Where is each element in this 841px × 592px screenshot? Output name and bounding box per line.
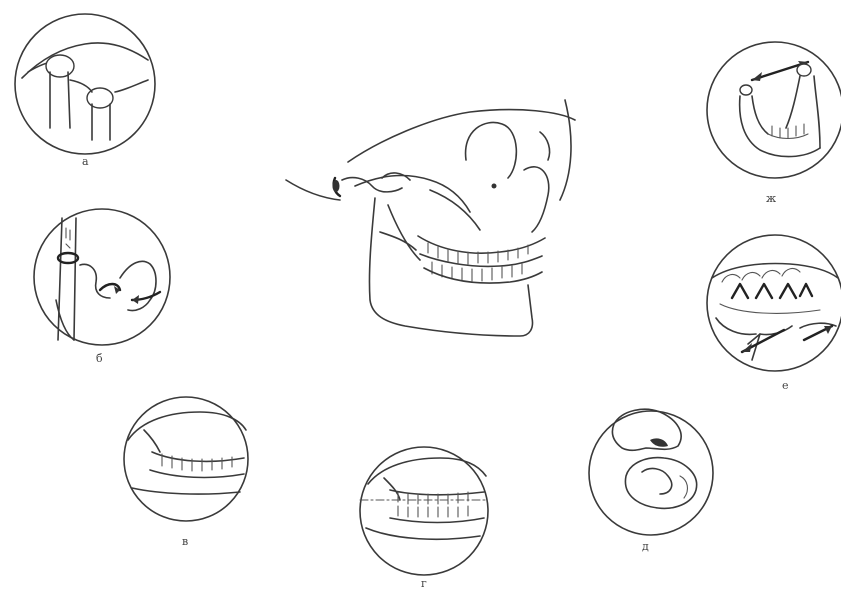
label-e: е — [782, 380, 789, 391]
label-b: б — [96, 353, 103, 364]
panel-b-joint-motion — [34, 209, 170, 345]
panel-d-molar-teeth — [589, 409, 713, 535]
panel-zh-mandible — [707, 42, 841, 178]
label-a: а — [82, 156, 89, 167]
panel-a-joint — [15, 14, 155, 154]
label-zh: ж — [766, 193, 776, 204]
label-v: в — [182, 536, 188, 547]
panel-e-lateral-occlusion — [707, 235, 841, 371]
label-g: г — [421, 578, 427, 589]
central-skull — [286, 100, 575, 336]
label-d: д — [642, 541, 649, 552]
panel-v-occlusion — [124, 397, 248, 521]
panel-g-occlusion-plane — [360, 447, 488, 575]
